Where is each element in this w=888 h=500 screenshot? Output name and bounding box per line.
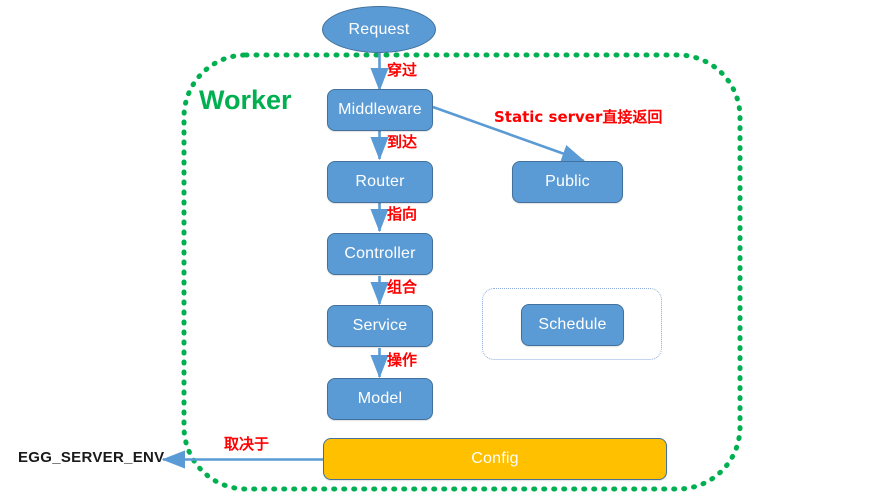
arrow-middleware-public xyxy=(432,105,586,163)
edge-label-middleware-router: 到达 xyxy=(387,133,418,151)
schedule-group-container xyxy=(482,288,662,360)
node-service-label: Service xyxy=(352,317,408,334)
node-request[interactable]: Request xyxy=(322,6,436,53)
node-middleware[interactable]: Middleware xyxy=(327,89,433,131)
node-service[interactable]: Service xyxy=(327,305,433,347)
node-request-label: Request xyxy=(348,20,410,38)
edge-label-service-model: 操作 xyxy=(387,351,418,369)
node-schedule[interactable]: Schedule xyxy=(521,304,624,346)
edge-label-middleware-public: Static server直接返回 xyxy=(494,108,663,126)
node-config[interactable]: Config xyxy=(323,438,667,480)
worker-boundary-label: Worker xyxy=(199,85,292,115)
node-public[interactable]: Public xyxy=(512,161,623,203)
node-model-label: Model xyxy=(357,390,403,407)
edge-label-config-env: 取决于 xyxy=(224,435,270,453)
node-public-label: Public xyxy=(545,173,590,190)
node-controller-label: Controller xyxy=(344,245,416,262)
edge-label-router-controller: 指向 xyxy=(387,205,418,223)
node-config-label: Config xyxy=(471,450,519,467)
worker-boundary xyxy=(181,52,743,492)
node-model[interactable]: Model xyxy=(327,378,433,420)
edge-label-request-middleware: 穿过 xyxy=(387,61,418,79)
node-router[interactable]: Router xyxy=(327,161,433,203)
node-controller[interactable]: Controller xyxy=(327,233,433,275)
edge-label-controller-service: 组合 xyxy=(387,278,418,296)
node-schedule-label: Schedule xyxy=(538,316,607,333)
egg-server-env-label: EGG_SERVER_ENV xyxy=(18,449,165,466)
node-router-label: Router xyxy=(355,173,405,190)
node-middleware-label: Middleware xyxy=(338,101,422,118)
